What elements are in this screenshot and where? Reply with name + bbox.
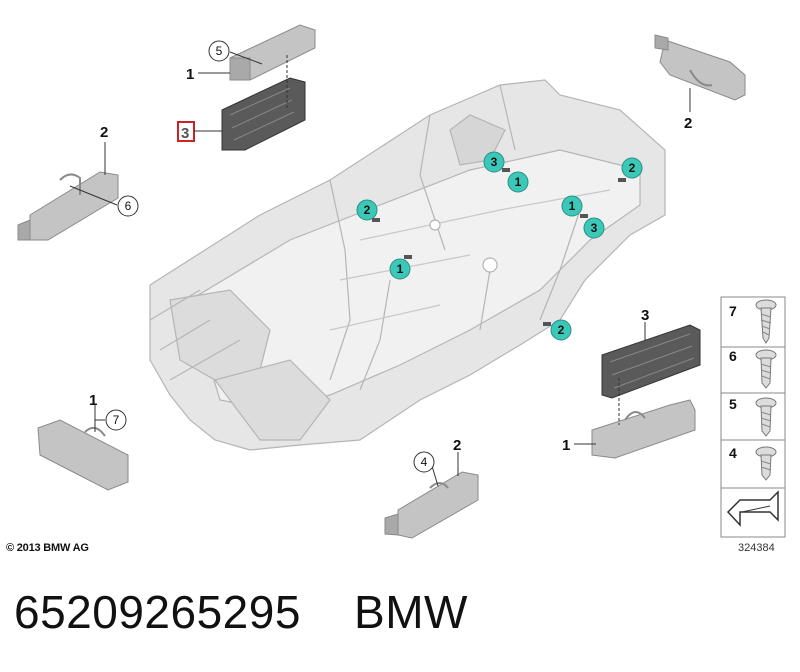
legend-item-7: 7	[729, 303, 737, 319]
screw-7-icon	[755, 299, 777, 344]
marker-2b-text: 2	[629, 161, 636, 175]
screw-5-icon	[755, 397, 777, 437]
marker-1c-text: 1	[569, 199, 576, 213]
right-antenna-assembly: 3 1	[562, 307, 701, 459]
right-antenna-label: 1	[562, 437, 570, 454]
left-antenna: 2 6	[17, 124, 139, 241]
bottom-screw-label: 4	[421, 455, 428, 469]
fastener-legend: 7 6 5 4	[720, 296, 786, 538]
right-top-antenna: 2	[654, 34, 746, 132]
assortment-arrow-icon	[726, 490, 779, 527]
bottom-antenna-label: 2	[453, 437, 461, 454]
bottom-antenna: 2 4	[384, 437, 479, 539]
marker-3b: 3	[583, 217, 605, 239]
marker-3a: 3	[483, 151, 505, 173]
right-bracket-label: 3	[641, 307, 649, 324]
top-bracket-label: 1	[186, 66, 194, 83]
highlighted-bracket-label: 3	[181, 125, 189, 142]
legend-item-6: 6	[729, 348, 737, 364]
marker-2c: 2	[550, 319, 572, 341]
top-screw-label: 5	[216, 44, 223, 58]
part-number: 65209265295	[14, 586, 301, 638]
part-number-line: 65209265295 BMW	[14, 585, 468, 639]
marker-1c: 1	[561, 195, 583, 217]
top-antenna-assembly: 1 5 3	[177, 24, 316, 151]
legend-item-4: 4	[729, 445, 737, 461]
copyright-text: © 2013 BMW AG	[6, 542, 89, 554]
marker-3b-text: 3	[591, 221, 598, 235]
left-screw-label: 6	[125, 199, 132, 213]
marker-2a-text: 2	[364, 203, 371, 217]
bottom-left-screw-label: 7	[113, 413, 120, 427]
marker-1a-text: 1	[397, 262, 404, 276]
marker-2b: 2	[621, 157, 643, 179]
bottom-left-antenna-label: 1	[89, 392, 97, 409]
right-top-antenna-label: 2	[684, 115, 692, 132]
marker-3a-text: 3	[491, 155, 498, 169]
body-markers: 1 2 3 1 2 1 3 2	[356, 151, 643, 341]
marker-2a: 2	[356, 199, 378, 221]
left-antenna-label: 2	[100, 124, 108, 141]
marker-1b: 1	[507, 171, 529, 193]
marker-1a: 1	[389, 258, 411, 280]
screw-4-icon	[755, 446, 777, 481]
legend-item-5: 5	[729, 396, 737, 412]
brand-name: BMW	[354, 586, 468, 638]
marker-1b-text: 1	[515, 175, 522, 189]
screw-6-icon	[755, 349, 777, 389]
bottom-left-antenna: 1 7	[37, 392, 129, 491]
marker-2c-text: 2	[558, 323, 565, 337]
image-number: 324384	[738, 542, 775, 554]
